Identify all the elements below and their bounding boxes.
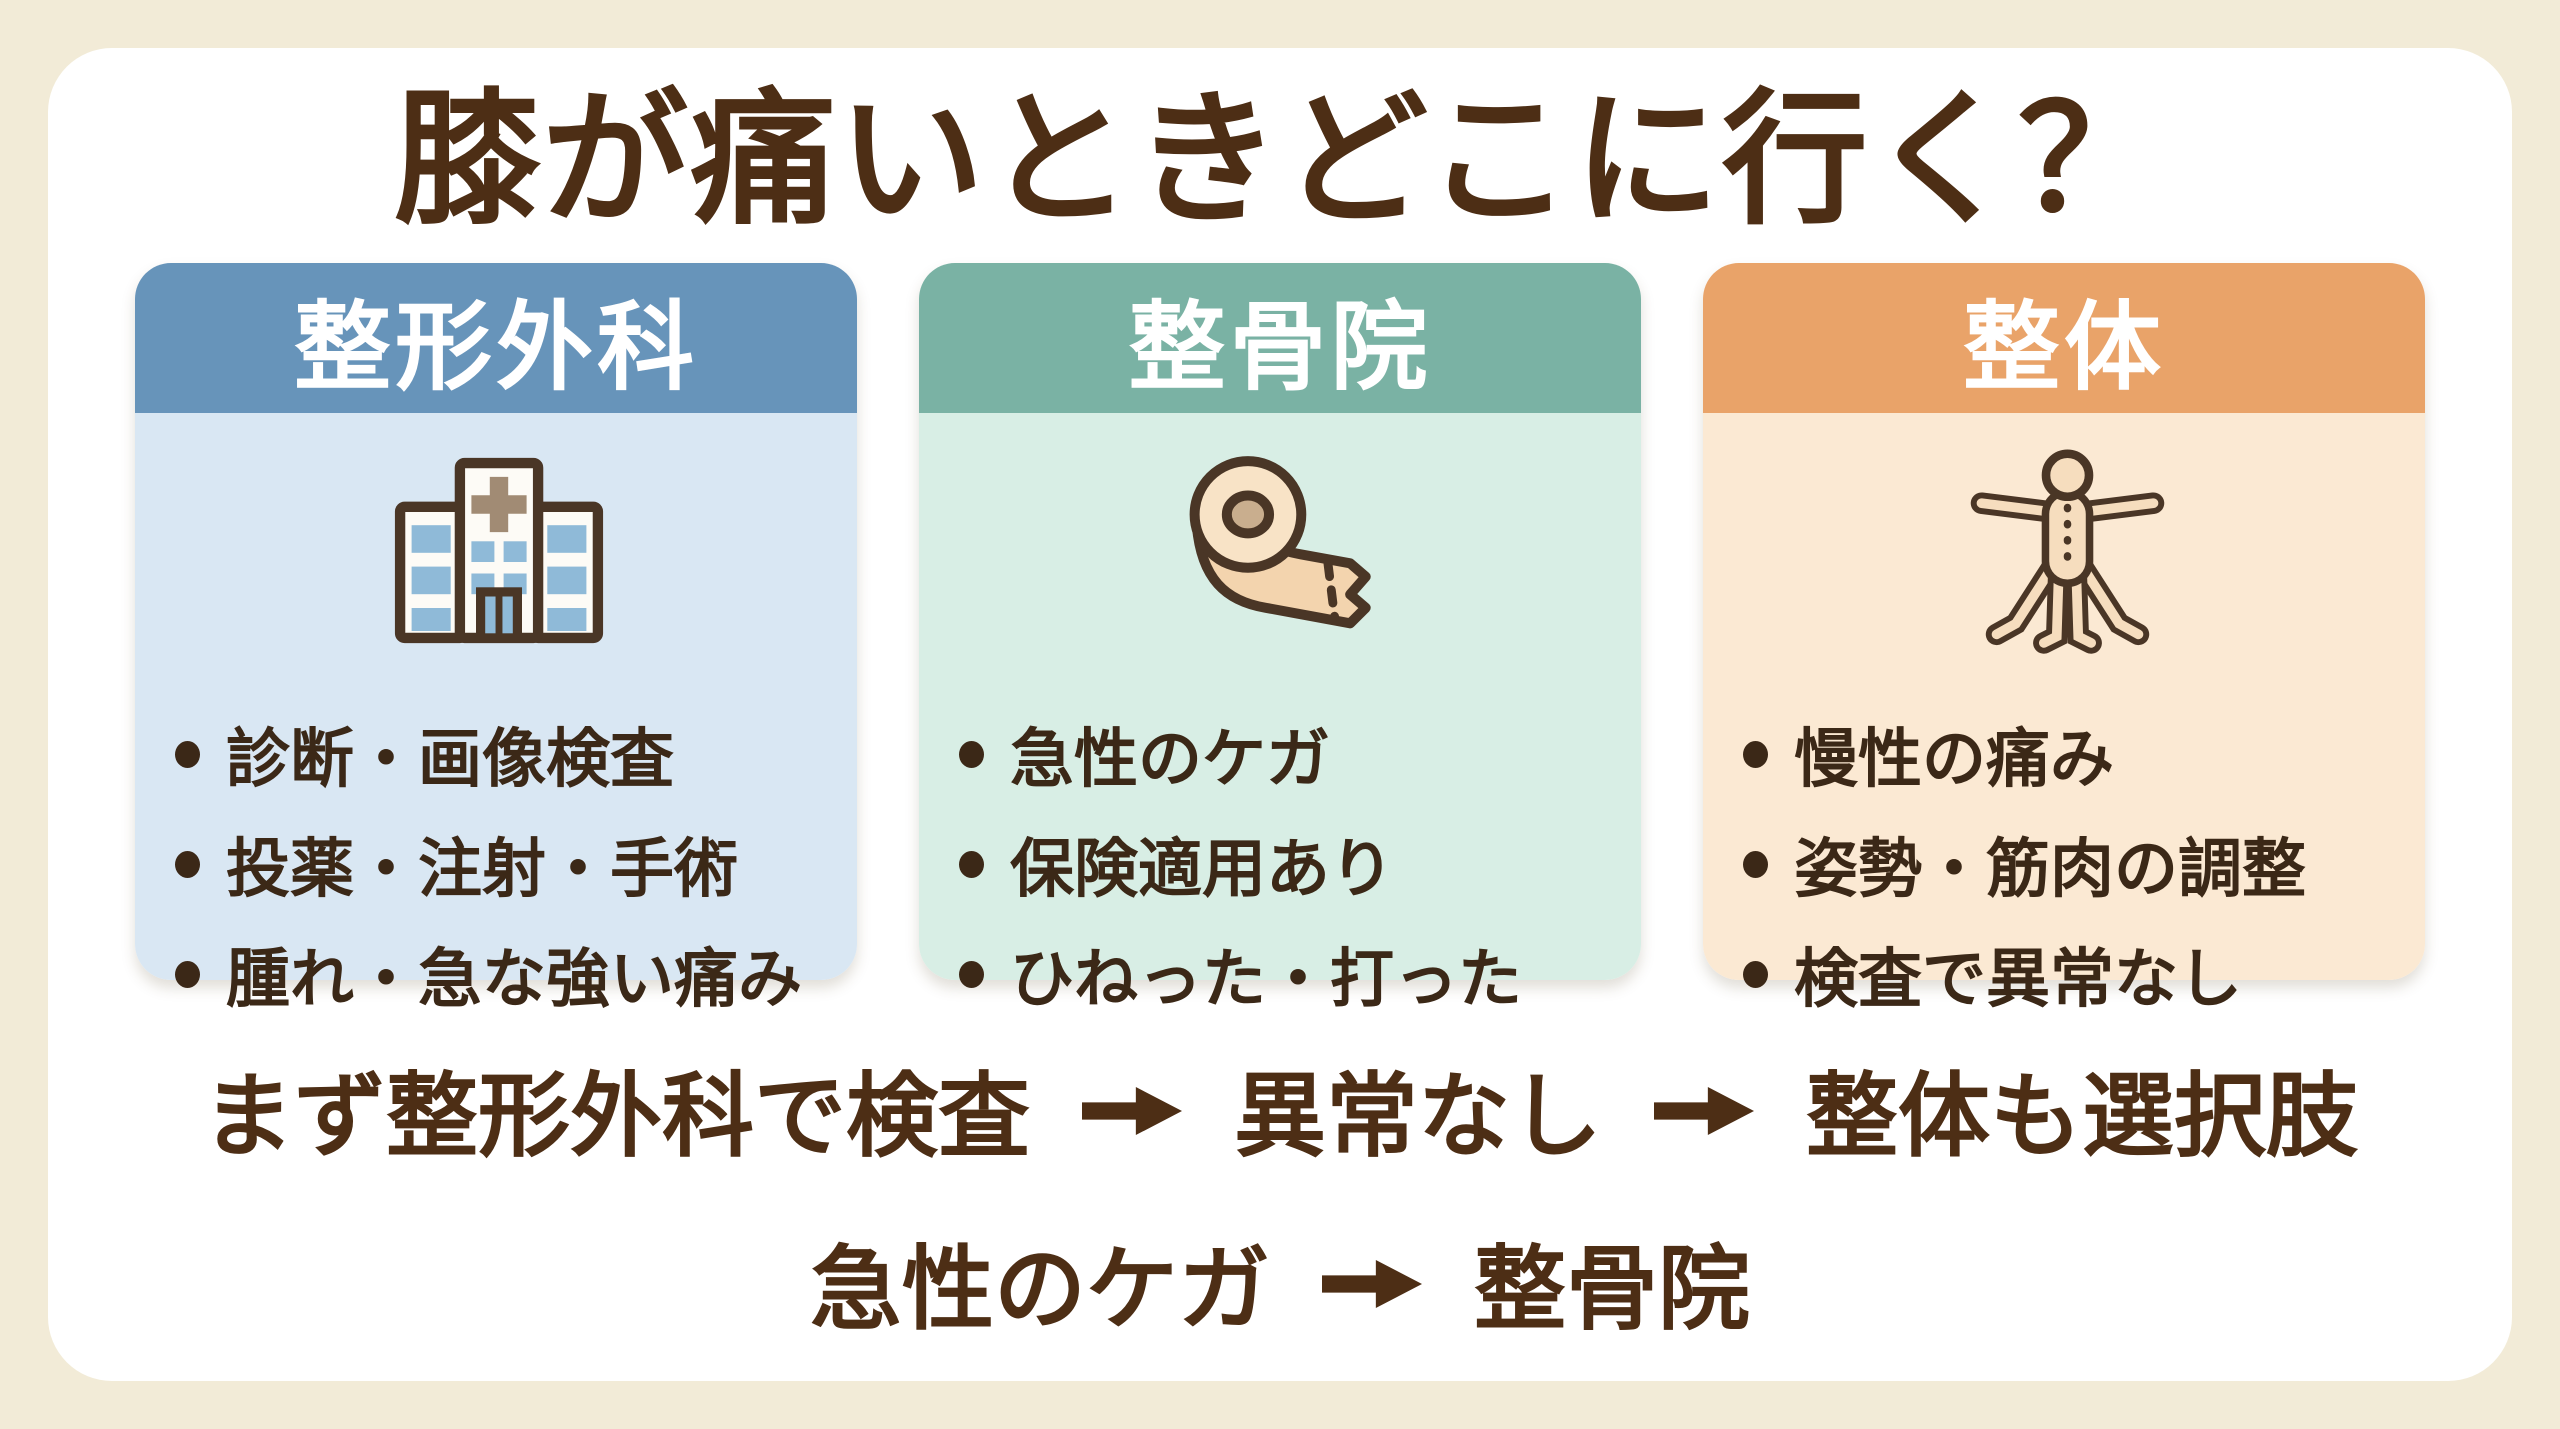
bullet-text: 保険適用あり <box>1010 833 1394 908</box>
arrow-right-icon <box>1081 1055 1182 1162</box>
column-header: 整形外科 <box>135 263 857 414</box>
list-item: 急性のケガ <box>959 699 1607 809</box>
arrow-right-icon <box>1654 1055 1754 1162</box>
flow-step: まず整形外科で検査 <box>201 1063 1030 1171</box>
bandage-roll-icon <box>1171 450 1396 654</box>
bullet-dot-icon <box>1743 740 1768 768</box>
icon-wrap <box>1743 431 2391 673</box>
column-header: 整体 <box>1703 263 2425 414</box>
bullet-dot-icon <box>959 850 984 878</box>
list-item: 腫れ・急な強い痛み <box>175 919 823 1029</box>
bullet-dot-icon <box>1743 850 1768 878</box>
list-item: ひねった・打った <box>959 919 1607 1029</box>
list-item: 姿勢・筋肉の調整 <box>1743 809 2391 919</box>
bullet-dot-icon <box>959 740 984 768</box>
flow-step: 急性のケガ <box>809 1236 1270 1344</box>
list-item: 保険適用あり <box>959 809 1607 919</box>
flow-step: 異常なし <box>1233 1063 1602 1171</box>
icon-wrap <box>175 431 823 673</box>
column-body: 診断・画像検査 投薬・注射・手術 腫れ・急な強い痛み <box>135 413 857 1017</box>
hospital-icon <box>384 443 614 662</box>
bullet-text: 慢性の痛み <box>1794 723 2114 798</box>
bullet-list: 慢性の痛み 姿勢・筋肉の調整 検査で異常なし <box>1743 699 2391 1029</box>
bullet-text: 投薬・注射・手術 <box>226 833 738 908</box>
bullet-text: ひねった・打った <box>1010 943 1522 1018</box>
column-header: 整骨院 <box>919 263 1641 414</box>
bullet-dot-icon <box>175 850 200 878</box>
bullet-text: 腫れ・急な強い痛み <box>226 943 802 1018</box>
page-title: 膝が痛いときどこに行く？ <box>394 75 2166 245</box>
column-seikei-geka: 整形外科 <box>135 263 857 1017</box>
bullet-text: 急性のケガ <box>1010 723 1330 798</box>
column-body: 急性のケガ 保険適用あり ひねった・打った <box>919 413 1641 1017</box>
flow-line-primary: まず整形外科で検査 異常なし 整体も選択肢 <box>48 1042 2512 1175</box>
list-item: 慢性の痛み <box>1743 699 2391 809</box>
bullet-dot-icon <box>175 740 200 768</box>
bullet-list: 急性のケガ 保険適用あり ひねった・打った <box>959 699 1607 1029</box>
icon-wrap <box>959 431 1607 673</box>
bullet-text: 姿勢・筋肉の調整 <box>1794 833 2306 908</box>
bullet-list: 診断・画像検査 投薬・注射・手術 腫れ・急な強い痛み <box>175 699 823 1029</box>
infographic-card: 膝が痛いときどこに行く？ 整形外科 <box>48 48 2512 1381</box>
column-body: 慢性の痛み 姿勢・筋肉の調整 検査で異常なし <box>1703 413 2425 1017</box>
flow-line-secondary: 急性のケガ 整骨院 <box>48 1215 2512 1348</box>
column-seikotsuin: 整骨院 急性のケガ <box>919 263 1641 1017</box>
arrow-right-icon <box>1322 1228 1422 1335</box>
bullet-text: 診断・画像検査 <box>226 723 674 798</box>
list-item: 診断・画像検査 <box>175 699 823 809</box>
option-columns: 整形外科 <box>48 263 2512 1017</box>
flow-step: 整体も選択肢 <box>1806 1063 2359 1171</box>
list-item: 検査で異常なし <box>1743 919 2391 1029</box>
bullet-dot-icon <box>1743 960 1768 988</box>
list-item: 投薬・注射・手術 <box>175 809 823 919</box>
column-seitai: 整体 <box>1703 263 2425 1017</box>
human-body-icon <box>1960 443 2175 662</box>
flow-step: 整骨院 <box>1474 1236 1751 1344</box>
bullet-dot-icon <box>959 960 984 988</box>
bullet-dot-icon <box>175 960 200 988</box>
bullet-text: 検査で異常なし <box>1794 943 2242 1018</box>
